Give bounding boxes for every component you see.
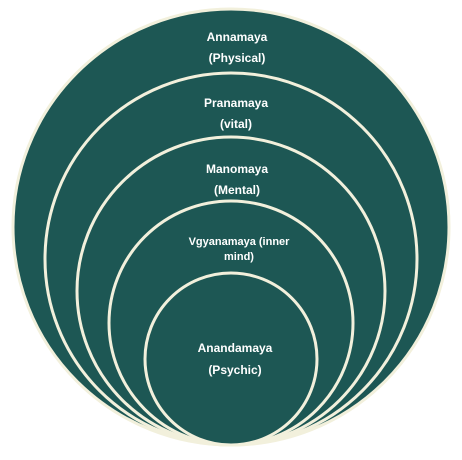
layer-label-anandamaya: Anandamaya: [198, 341, 273, 355]
layer-sublabel-anandamaya: (Psychic): [208, 363, 261, 377]
layer-circle-anandamaya: [143, 271, 319, 447]
layer-label-manomaya: Manomaya: [206, 162, 268, 176]
layer-sublabel-pranamaya: (vital): [220, 117, 252, 131]
layer-sublabel-vgyanamaya: mind): [224, 251, 254, 263]
layer-label-pranamaya: Pranamaya: [204, 96, 268, 110]
layer-label-vgyanamaya: Vgyanamaya (inner: [189, 236, 291, 248]
layer-sublabel-annamaya: (Physical): [209, 51, 266, 65]
layer-sublabel-manomaya: (Mental): [214, 183, 260, 197]
layer-label-annamaya: Annamaya: [207, 30, 268, 44]
